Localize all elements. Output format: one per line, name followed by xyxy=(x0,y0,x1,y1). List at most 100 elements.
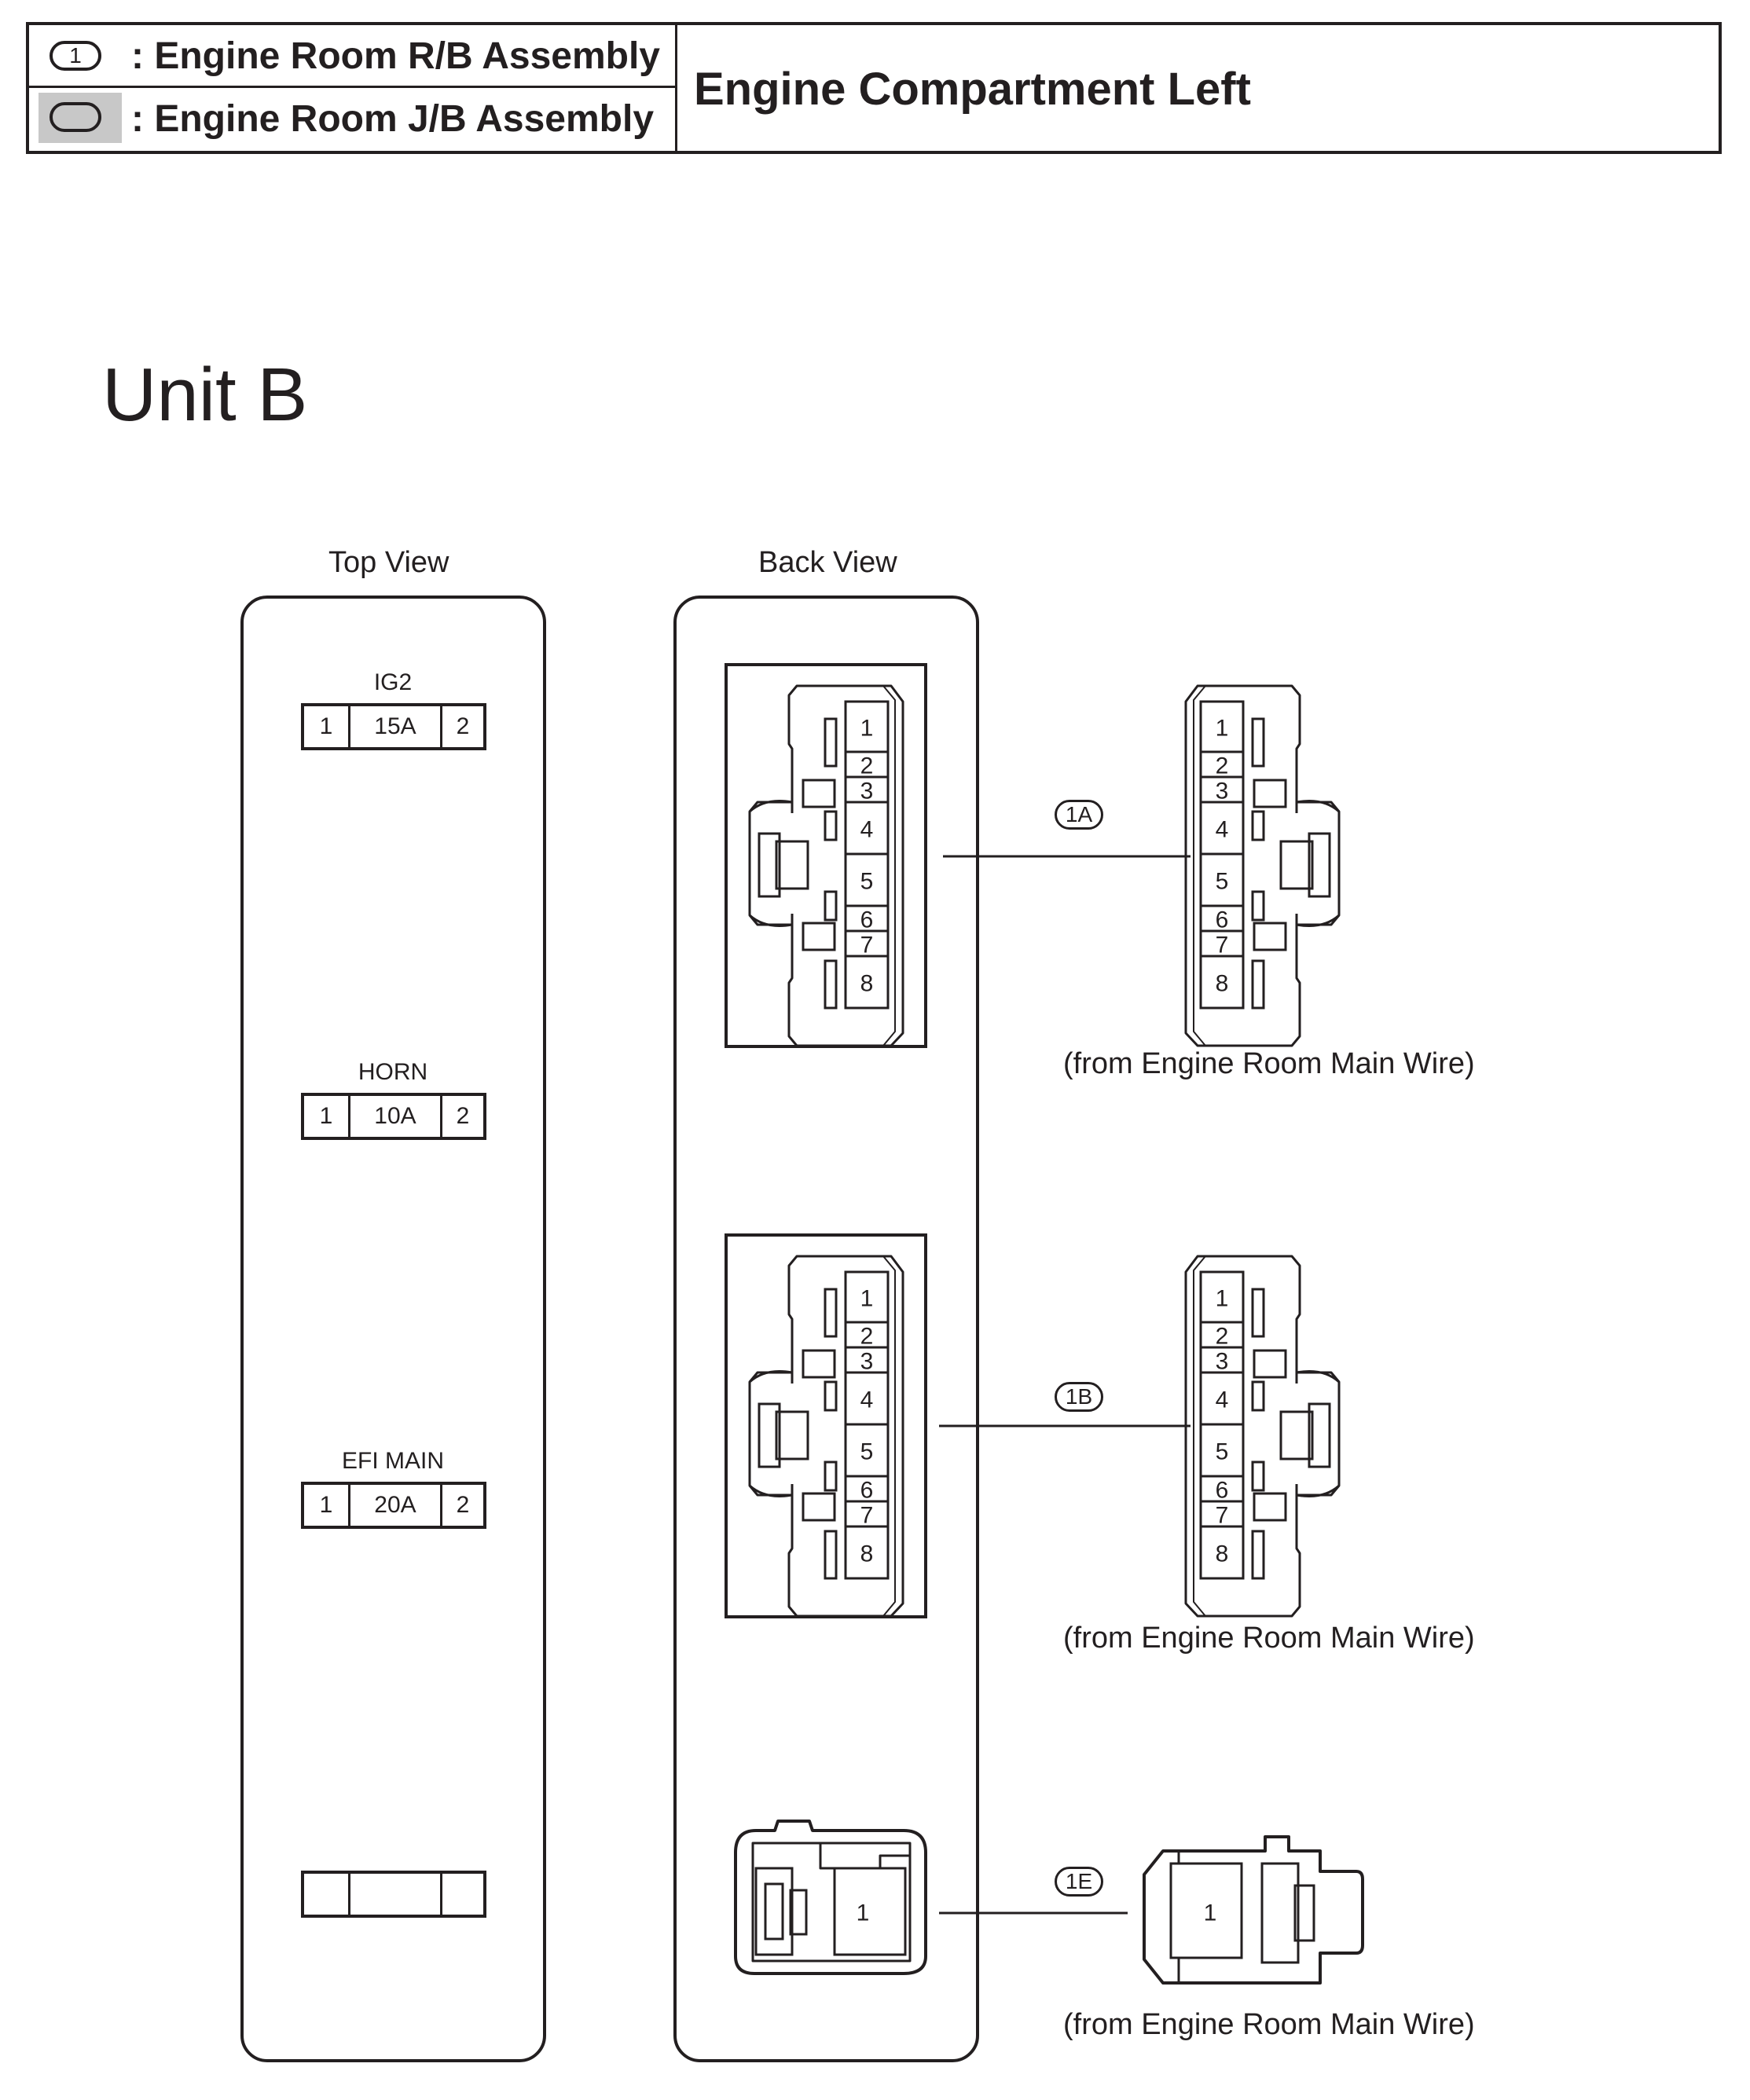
connector-1a-back-pin-5: 5 xyxy=(860,869,874,895)
connector-1b-back-latch-inner xyxy=(775,1410,809,1460)
connector-1a-harness-pin-3: 3 xyxy=(1216,779,1229,804)
fuse-efi-main-pin-left: 1 xyxy=(304,1485,350,1526)
fuse-ig2-rating: 15A xyxy=(350,706,442,747)
fuse-ig2-pin-left: 1 xyxy=(304,706,350,747)
legend-column: 1 : Engine Room R/B Assembly : Engine Ro… xyxy=(29,25,677,151)
connector-1a-back-ear-top xyxy=(748,800,793,813)
connector-1b-harness-pin-2: 2 xyxy=(1216,1324,1229,1350)
connector-1e-back-tab xyxy=(789,1889,808,1936)
connector-1b-harness-body xyxy=(1184,1255,1341,1618)
fuse-efi-main-name: EFI MAIN xyxy=(341,1448,444,1474)
connector-1e-back-shell xyxy=(734,1820,927,1975)
fuse-horn-rating: 10A xyxy=(350,1096,442,1137)
connector-1b-harness-tab5 xyxy=(1253,1492,1287,1522)
connector-1a-back-latch-inner xyxy=(775,840,809,890)
connector-1a-back-tab3 xyxy=(824,810,838,841)
connector-1e-source: (from Engine Room Main Wire) xyxy=(1063,2008,1475,2041)
connector-1a-harness-pin-7: 7 xyxy=(1216,933,1229,958)
connector-1e-tag: 1E xyxy=(1055,1867,1103,1897)
fuse-horn-pin-left: 1 xyxy=(304,1096,350,1137)
fuse-ig2: 1 15A 2 xyxy=(301,703,486,750)
connector-1b-back-latch xyxy=(758,1402,781,1468)
connector-1a-harness-pin-2: 2 xyxy=(1216,753,1229,779)
connector-1a-harness-ear-top xyxy=(1296,800,1341,813)
connector-1a-harness-tab6 xyxy=(1251,959,1265,1010)
connector-1a-tag-text: 1A xyxy=(1065,802,1093,826)
fuse-horn-pin-right: 2 xyxy=(456,1103,470,1129)
connector-1a-back-body xyxy=(748,684,904,1047)
legend-jb-badge xyxy=(50,102,101,132)
connector-1e-harness-pin-1: 1 xyxy=(1204,1900,1217,1926)
connector-1e-tag-text: 1E xyxy=(1065,1869,1093,1893)
connector-1a-harness-tab2 xyxy=(1253,779,1287,808)
connector-1b-back-tab3 xyxy=(824,1380,838,1412)
fuse-empty-pin-left xyxy=(304,1874,350,1915)
fuse-efi-main-rating: 20A xyxy=(350,1485,442,1526)
connector-1b-back-pin-4: 4 xyxy=(860,1387,874,1413)
connector-1b-back-pin-8: 8 xyxy=(860,1541,874,1567)
connector-1b-harness-pin-6: 6 xyxy=(1216,1478,1229,1504)
connector-1a-back-pin-2: 2 xyxy=(860,753,874,779)
top-view-panel xyxy=(240,596,546,2062)
connector-1a-harness-pin-cell-8 xyxy=(1199,955,1245,1010)
connector-1b-harness-shell-inner xyxy=(1193,1255,1284,1617)
connector-1a-back-pin-8: 8 xyxy=(860,971,874,997)
page-title: Engine Compartment Left xyxy=(694,64,1251,115)
fuse-empty-slot xyxy=(301,1871,486,1918)
connector-1b-back-body xyxy=(748,1255,904,1618)
connector-1a-harness-body xyxy=(1184,684,1341,1047)
connector-1e-back-lock xyxy=(754,1867,794,1956)
connector-1b-harness-ear-bot xyxy=(1296,1484,1341,1497)
header-table: 1 : Engine Room R/B Assembly : Engine Ro… xyxy=(26,22,1722,154)
connector-1b-back-shell-inner xyxy=(805,1255,896,1617)
connector-1a-tag: 1A xyxy=(1055,800,1103,830)
connector-1a-harness-shell-inner xyxy=(1193,685,1284,1046)
fuse-ig2-pin-right: 2 xyxy=(456,713,470,739)
connector-1a-harness-pin-6: 6 xyxy=(1216,907,1229,933)
back-view-panel xyxy=(673,596,979,2062)
connector-1a-harness-pin-5: 5 xyxy=(1216,869,1229,895)
connector-1e-harness-lock xyxy=(1260,1862,1300,1964)
fuse-efi-main-pin-right: 2 xyxy=(456,1492,470,1518)
connector-1a-harness-tab3 xyxy=(1251,810,1265,841)
connector-1a-back-tab2 xyxy=(802,779,836,808)
connector-1b-tag-text: 1B xyxy=(1065,1384,1093,1409)
connector-1e-back-body xyxy=(734,1820,927,1975)
connector-1b-tag: 1B xyxy=(1055,1382,1103,1412)
connector-1b-harness-ear-top xyxy=(1296,1370,1341,1384)
connector-1b-back-tab1 xyxy=(824,1288,838,1338)
connector-1a-harness-tab5 xyxy=(1253,922,1287,951)
connector-1b-back-pin-3: 3 xyxy=(860,1349,874,1375)
fuse-horn: 1 10A 2 xyxy=(301,1093,486,1140)
connector-1b-harness-tab1 xyxy=(1251,1288,1265,1338)
connector-1b-harness-pin-5: 5 xyxy=(1216,1439,1229,1465)
connector-1e-harness-shell xyxy=(1143,1835,1364,1985)
fuse-empty-rating xyxy=(350,1874,442,1915)
connector-1a-back-tab5 xyxy=(802,922,836,951)
connector-1b-harness-tab4 xyxy=(1251,1460,1265,1492)
connector-1a-harness-latch-inner xyxy=(1279,840,1314,890)
connector-1a-back-pin-1: 1 xyxy=(860,716,874,742)
legend-row-rb: 1 : Engine Room R/B Assembly xyxy=(29,25,675,88)
connector-1a-harness-pin-4: 4 xyxy=(1216,817,1229,843)
connector-1b-back-tab6 xyxy=(824,1530,838,1580)
connector-1e-back-pin-1: 1 xyxy=(857,1900,870,1926)
fuse-ig2-name: IG2 xyxy=(373,669,413,695)
fuse-horn-name: HORN xyxy=(358,1059,428,1085)
connector-1b-back-pin-6: 6 xyxy=(860,1478,874,1504)
connector-1e-back-inner xyxy=(751,1842,912,1963)
connector-1b-harness-pin-4: 4 xyxy=(1216,1387,1229,1413)
connector-1a-harness-pin-1: 1 xyxy=(1216,716,1229,742)
connector-1b-harness-pin-3: 3 xyxy=(1216,1349,1229,1375)
legend-row-jb: : Engine Room J/B Assembly xyxy=(29,88,675,151)
connector-1b-back-tab5 xyxy=(802,1492,836,1522)
connector-1b-harness-tab6 xyxy=(1251,1530,1265,1580)
connector-1b-harness-latch-inner xyxy=(1279,1410,1314,1460)
connector-1a-source: (from Engine Room Main Wire) xyxy=(1063,1047,1475,1080)
connector-1b-back-pin-5: 5 xyxy=(860,1439,874,1465)
connector-1a-harness-tab1 xyxy=(1251,717,1265,768)
connector-1e-back-pin-cell xyxy=(833,1867,907,1956)
connector-1a-back-tab1 xyxy=(824,717,838,768)
connector-1b-harness-tab2 xyxy=(1253,1349,1287,1379)
connector-1b-harness-latch xyxy=(1308,1402,1331,1468)
